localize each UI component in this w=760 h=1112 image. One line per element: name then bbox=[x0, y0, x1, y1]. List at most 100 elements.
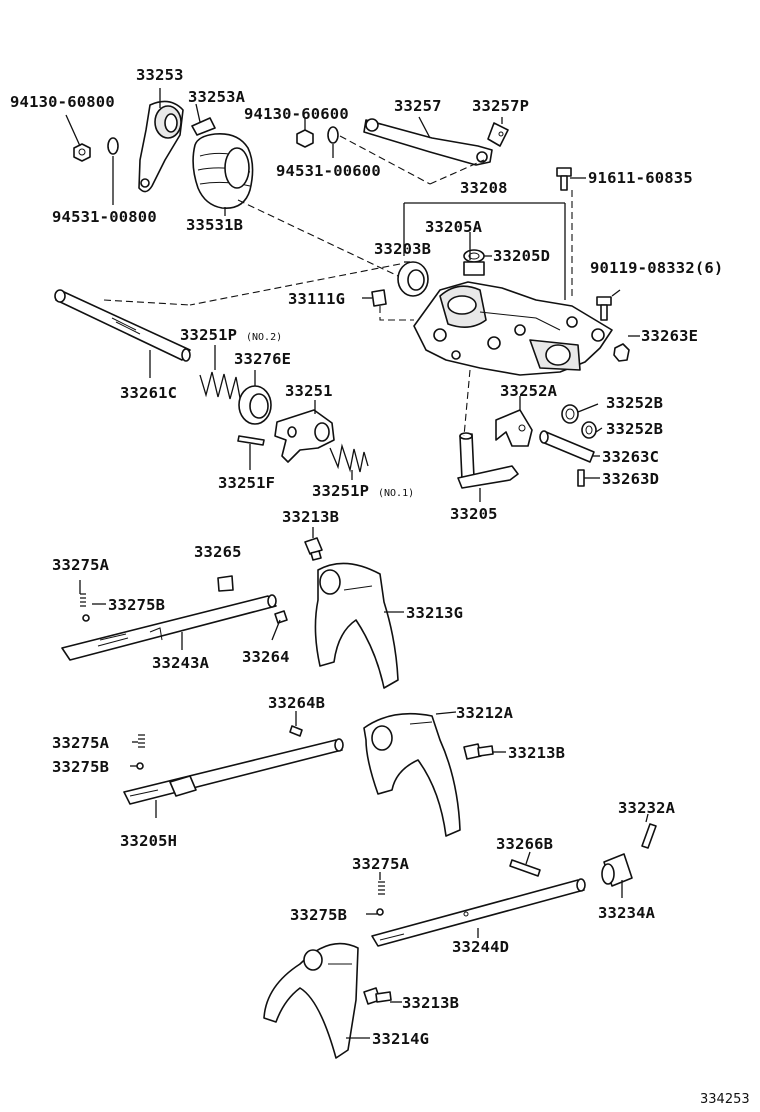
label-33275A-2: 33275A bbox=[52, 734, 110, 752]
ring-33205D-part[interactable] bbox=[463, 249, 485, 263]
fork-33213G-part[interactable] bbox=[314, 562, 399, 689]
pin-33251F-part[interactable] bbox=[237, 435, 265, 446]
ball-33275B-2-part[interactable] bbox=[136, 762, 144, 770]
ball-33275B-3-part[interactable] bbox=[376, 908, 384, 916]
label-33275B-3: 33275B bbox=[290, 906, 347, 924]
label-33234A: 33234A bbox=[598, 904, 656, 922]
shaft-33263C-part[interactable] bbox=[539, 430, 595, 463]
label-33251P-no2: 33251P bbox=[180, 326, 237, 344]
washer-33276E-part[interactable] bbox=[238, 385, 272, 425]
nut-33263E-part[interactable] bbox=[613, 343, 630, 362]
diagram-reference-number: 334253 bbox=[700, 1092, 750, 1107]
label-33213B-bot: 33213B bbox=[402, 994, 459, 1012]
washer-33252B-1-part[interactable] bbox=[561, 404, 579, 424]
pin-33264-part[interactable] bbox=[274, 610, 288, 624]
label-33213B-mid: 33213B bbox=[508, 744, 565, 762]
plug-33265-part[interactable] bbox=[217, 575, 234, 592]
label-33263D: 33263D bbox=[602, 470, 659, 488]
ball-33275B-1-part[interactable] bbox=[82, 614, 90, 622]
label-94531-00600: 94531-00600 bbox=[276, 162, 381, 180]
label-33252A: 33252A bbox=[500, 382, 558, 400]
bolt-90119-08332-part[interactable] bbox=[596, 296, 612, 321]
pin-33263D-part[interactable] bbox=[577, 469, 585, 487]
spring-33275A-3-part[interactable] bbox=[378, 881, 385, 895]
label-33261C: 33261C bbox=[120, 384, 177, 402]
plug-33205A-part[interactable] bbox=[463, 261, 485, 276]
label-94130-60800: 94130-60800 bbox=[10, 93, 115, 111]
fork-33212A-part[interactable] bbox=[363, 712, 461, 837]
label-33263C: 33263C bbox=[602, 448, 659, 466]
label-no2: (NO.2) bbox=[246, 332, 282, 343]
label-33252B-1: 33252B bbox=[606, 394, 663, 412]
label-33266B: 33266B bbox=[496, 835, 553, 853]
label-33276E: 33276E bbox=[234, 350, 291, 368]
label-33232A: 33232A bbox=[618, 799, 676, 817]
label-33203B: 33203B bbox=[374, 240, 431, 258]
spring-33251P-no1-part[interactable] bbox=[329, 443, 369, 473]
label-33531B: 33531B bbox=[186, 216, 243, 234]
bearing-33203B-part[interactable] bbox=[397, 261, 429, 297]
nut-94130-60800-part[interactable] bbox=[73, 143, 91, 162]
label-33257P: 33257P bbox=[472, 97, 529, 115]
shaft-33205H-part[interactable] bbox=[123, 738, 344, 805]
label-33251F: 33251F bbox=[218, 474, 275, 492]
label-33251: 33251 bbox=[285, 382, 333, 400]
label-33275A-3: 33275A bbox=[352, 855, 410, 873]
shaft-33244D-part[interactable] bbox=[371, 878, 586, 947]
label-33111G: 33111G bbox=[288, 290, 345, 308]
bolt-91611-60835-part[interactable] bbox=[556, 167, 572, 191]
label-33251P-no1: 33251P bbox=[312, 482, 369, 500]
inner-lever-33251-part[interactable] bbox=[274, 409, 335, 463]
label-33244D: 33244D bbox=[452, 938, 509, 956]
shaft-33243A-part[interactable] bbox=[61, 594, 277, 661]
label-33205D: 33205D bbox=[493, 247, 550, 265]
label-33253: 33253 bbox=[136, 66, 184, 84]
link-33257-part[interactable] bbox=[363, 118, 493, 166]
bolt-33111G-part[interactable] bbox=[371, 289, 387, 307]
bolt-33257P-part[interactable] bbox=[487, 122, 509, 147]
pin-33232A-part[interactable] bbox=[641, 823, 657, 849]
label-33275B-1: 33275B bbox=[108, 596, 165, 614]
label-33213B-top: 33213B bbox=[282, 508, 339, 526]
lever-33252A-part[interactable] bbox=[495, 409, 533, 447]
lever-33205-part[interactable] bbox=[457, 432, 519, 489]
shaft-33261C-part[interactable] bbox=[54, 289, 191, 362]
label-33275A-1: 33275A bbox=[52, 556, 110, 574]
pin-33264B-part[interactable] bbox=[289, 725, 303, 737]
bolt-33213B-bot-part[interactable] bbox=[363, 987, 392, 1005]
washer-33252B-2-part[interactable] bbox=[581, 421, 597, 439]
label-33213G: 33213G bbox=[406, 604, 463, 622]
pin-33266B-part[interactable] bbox=[509, 859, 541, 877]
label-33264B: 33264B bbox=[268, 694, 325, 712]
leader-lines bbox=[65, 88, 649, 1039]
spring-33275A-1-part[interactable] bbox=[80, 593, 86, 607]
fork-33214G-part[interactable] bbox=[263, 942, 359, 1059]
label-33243A: 33243A bbox=[152, 654, 210, 672]
nut-94130-60600-part[interactable] bbox=[296, 129, 314, 148]
label-33212A: 33212A bbox=[456, 704, 514, 722]
label-33205: 33205 bbox=[450, 505, 498, 523]
washer-94531-00600-part[interactable] bbox=[327, 126, 339, 144]
label-33205A: 33205A bbox=[425, 218, 483, 236]
spring-33275A-2-part[interactable] bbox=[138, 734, 145, 748]
spring-33251P-no2-part[interactable] bbox=[199, 371, 241, 400]
part-labels: 33253 33253A 94130-60800 94531-00800 335… bbox=[10, 66, 750, 1107]
label-33263E: 33263E bbox=[641, 327, 698, 345]
boot-33531B-part[interactable] bbox=[192, 132, 254, 209]
housing-33208-part[interactable] bbox=[413, 281, 613, 376]
bolt-33213B-top-part[interactable] bbox=[304, 537, 323, 561]
bolt-33213B-mid-part[interactable] bbox=[463, 743, 494, 760]
shift-head-33234A-part[interactable] bbox=[601, 853, 633, 887]
label-33265: 33265 bbox=[194, 543, 242, 561]
label-33214G: 33214G bbox=[372, 1030, 429, 1048]
label-33253A: 33253A bbox=[188, 88, 246, 106]
label-33257: 33257 bbox=[394, 97, 442, 115]
alignment-dashed-lines bbox=[103, 135, 573, 437]
label-no1: (NO.1) bbox=[378, 488, 414, 499]
washer-94531-00800-part[interactable] bbox=[107, 137, 119, 155]
label-94531-00800: 94531-00800 bbox=[52, 208, 157, 226]
label-91611-60835: 91611-60835 bbox=[588, 169, 693, 187]
lever-33253-part[interactable] bbox=[138, 100, 216, 193]
label-90119-08332: 90119-08332(6) bbox=[590, 259, 723, 277]
